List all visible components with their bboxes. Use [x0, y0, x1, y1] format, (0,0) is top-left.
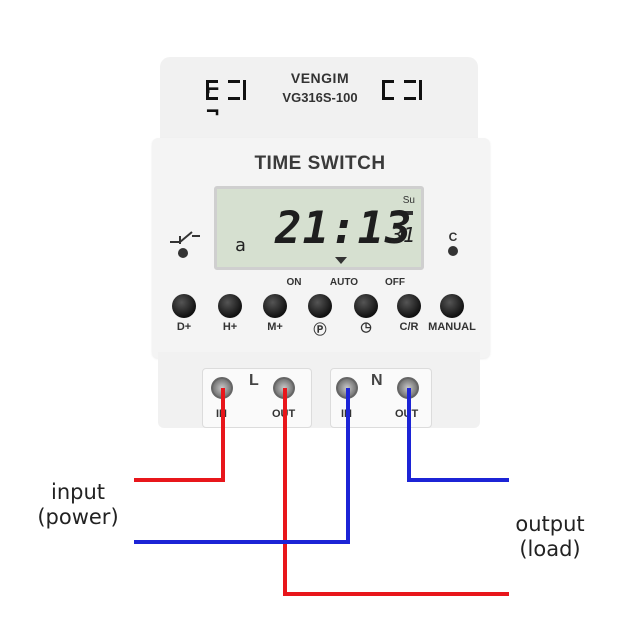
input-label: input — [50, 480, 106, 504]
manual-label: MANUAL — [428, 321, 476, 333]
c-label: C — [448, 230, 458, 244]
program-button[interactable] — [308, 294, 332, 318]
hour-plus-button[interactable] — [218, 294, 242, 318]
minute-plus-button[interactable] — [263, 294, 287, 318]
mode-label-on: ON — [286, 277, 302, 288]
bracket-right-outline — [382, 80, 422, 100]
minute-plus-label: M+ — [267, 321, 283, 333]
wire-neutral-output-vertical — [407, 388, 411, 482]
wire-neutral-input-horizontal — [134, 540, 350, 544]
bracket-left-outline — [206, 80, 246, 100]
lcd-program-digit: a — [235, 235, 246, 256]
status-led-right — [448, 246, 458, 256]
wire-live-output-vertical — [283, 388, 287, 596]
input-sub-label: (power) — [37, 505, 119, 529]
status-led-left — [178, 248, 188, 258]
program-icon: Ⓟ — [313, 322, 327, 337]
terminal-letter-n: N — [371, 372, 383, 389]
lcd-display: Su a 21:13 31 — [214, 186, 424, 270]
cancel-recall-label: C/R — [399, 321, 419, 333]
model-number: VG316S-100 — [282, 90, 358, 105]
mode-label-off: OFF — [385, 277, 405, 288]
terminal-letter-l: L — [249, 372, 259, 389]
lcd-mode-pointer-icon — [335, 257, 347, 264]
manual-button[interactable] — [440, 294, 464, 318]
output-label: output — [515, 512, 585, 536]
bracket-mark-left: ⌐ ¬ — [206, 78, 222, 125]
cancel-recall-button[interactable] — [397, 294, 421, 318]
device-top-cover — [160, 57, 478, 143]
lcd-time: 21:13 — [275, 203, 413, 254]
mode-label-auto: AUTO — [329, 277, 359, 288]
lcd-day: Su — [402, 195, 415, 206]
brand-name: VENGIM — [290, 70, 350, 86]
wire-live-input-vertical — [221, 388, 225, 482]
day-plus-button[interactable] — [172, 294, 196, 318]
wire-neutral-input-vertical — [346, 388, 350, 544]
lcd-seconds: 31 — [390, 223, 415, 247]
wire-live-input-horizontal — [134, 478, 225, 482]
day-plus-label: D+ — [176, 321, 192, 333]
terminal-label-neutral-out: OUT — [395, 408, 418, 420]
clock-button[interactable] — [354, 294, 378, 318]
hour-plus-label: H+ — [222, 321, 238, 333]
wire-live-output-horizontal — [283, 592, 509, 596]
clock-icon: ◷ — [360, 319, 372, 334]
relay-switch-icon — [170, 231, 200, 244]
output-sub-label: (load) — [519, 537, 581, 561]
device-title: TIME SWITCH — [254, 153, 386, 174]
wire-neutral-output-horizontal — [407, 478, 509, 482]
lcd-battery-icon — [399, 211, 413, 215]
